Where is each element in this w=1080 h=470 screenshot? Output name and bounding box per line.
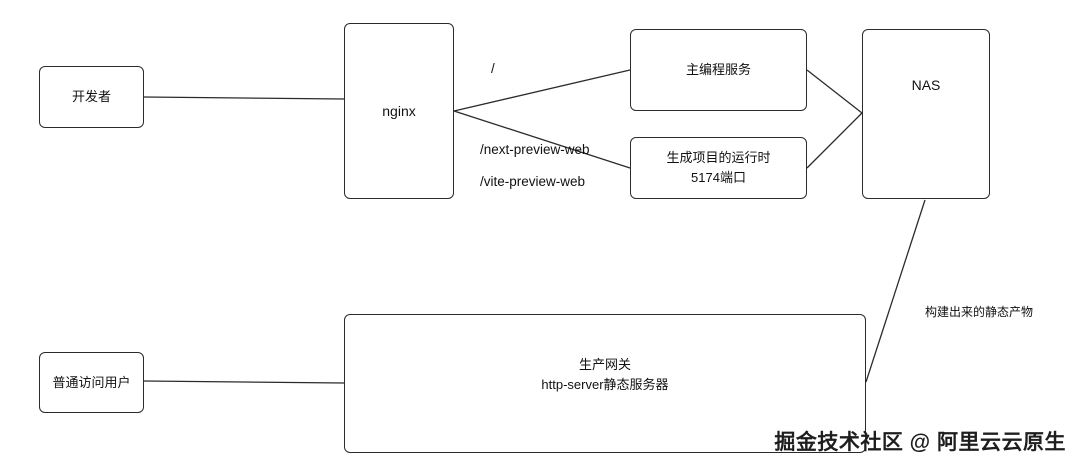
gateway-node: 生产网关 http-server静态服务器 <box>344 314 866 453</box>
next-path-label: /next-preview-web <box>480 142 590 157</box>
visitor-label: 普通访问用户 <box>52 374 131 390</box>
developer-label: 开发者 <box>71 89 111 104</box>
edge-nginx-main <box>453 69 631 112</box>
nas-node: NAS <box>862 29 990 199</box>
nginx-node: nginx <box>344 23 454 199</box>
watermark: 掘金技术社区 @ 阿里云云原生 <box>774 431 1066 454</box>
gateway-label-line2: http-server静态服务器 <box>541 376 669 392</box>
nas-label: NAS <box>911 77 941 93</box>
vite-path-label: /vite-preview-web <box>480 174 586 189</box>
visitor-node: 普通访问用户 <box>39 352 144 413</box>
edge-nginx-runtime <box>453 110 631 169</box>
edge-developer-nginx <box>143 96 345 100</box>
root-path-label: / <box>491 61 495 76</box>
edge-main-nas <box>806 69 863 114</box>
main-service-node: 主编程服务 <box>630 29 807 111</box>
edge-runtime-nas <box>806 112 863 169</box>
nginx-label: nginx <box>382 103 416 119</box>
developer-node: 开发者 <box>39 66 144 128</box>
static-artifacts-label: 构建出来的静态产物 <box>925 305 1034 319</box>
runtime-node: 生成项目的运行时 5174端口 <box>630 137 807 199</box>
runtime-label-line1: 生成项目的运行时 <box>666 150 771 165</box>
edge-visitor-gateway <box>143 380 345 384</box>
gateway-label-line1: 生产网关 <box>578 356 631 372</box>
main-service-label: 主编程服务 <box>685 62 751 77</box>
runtime-label-line2: 5174端口 <box>691 170 746 185</box>
edge-nas-gateway <box>865 199 926 383</box>
